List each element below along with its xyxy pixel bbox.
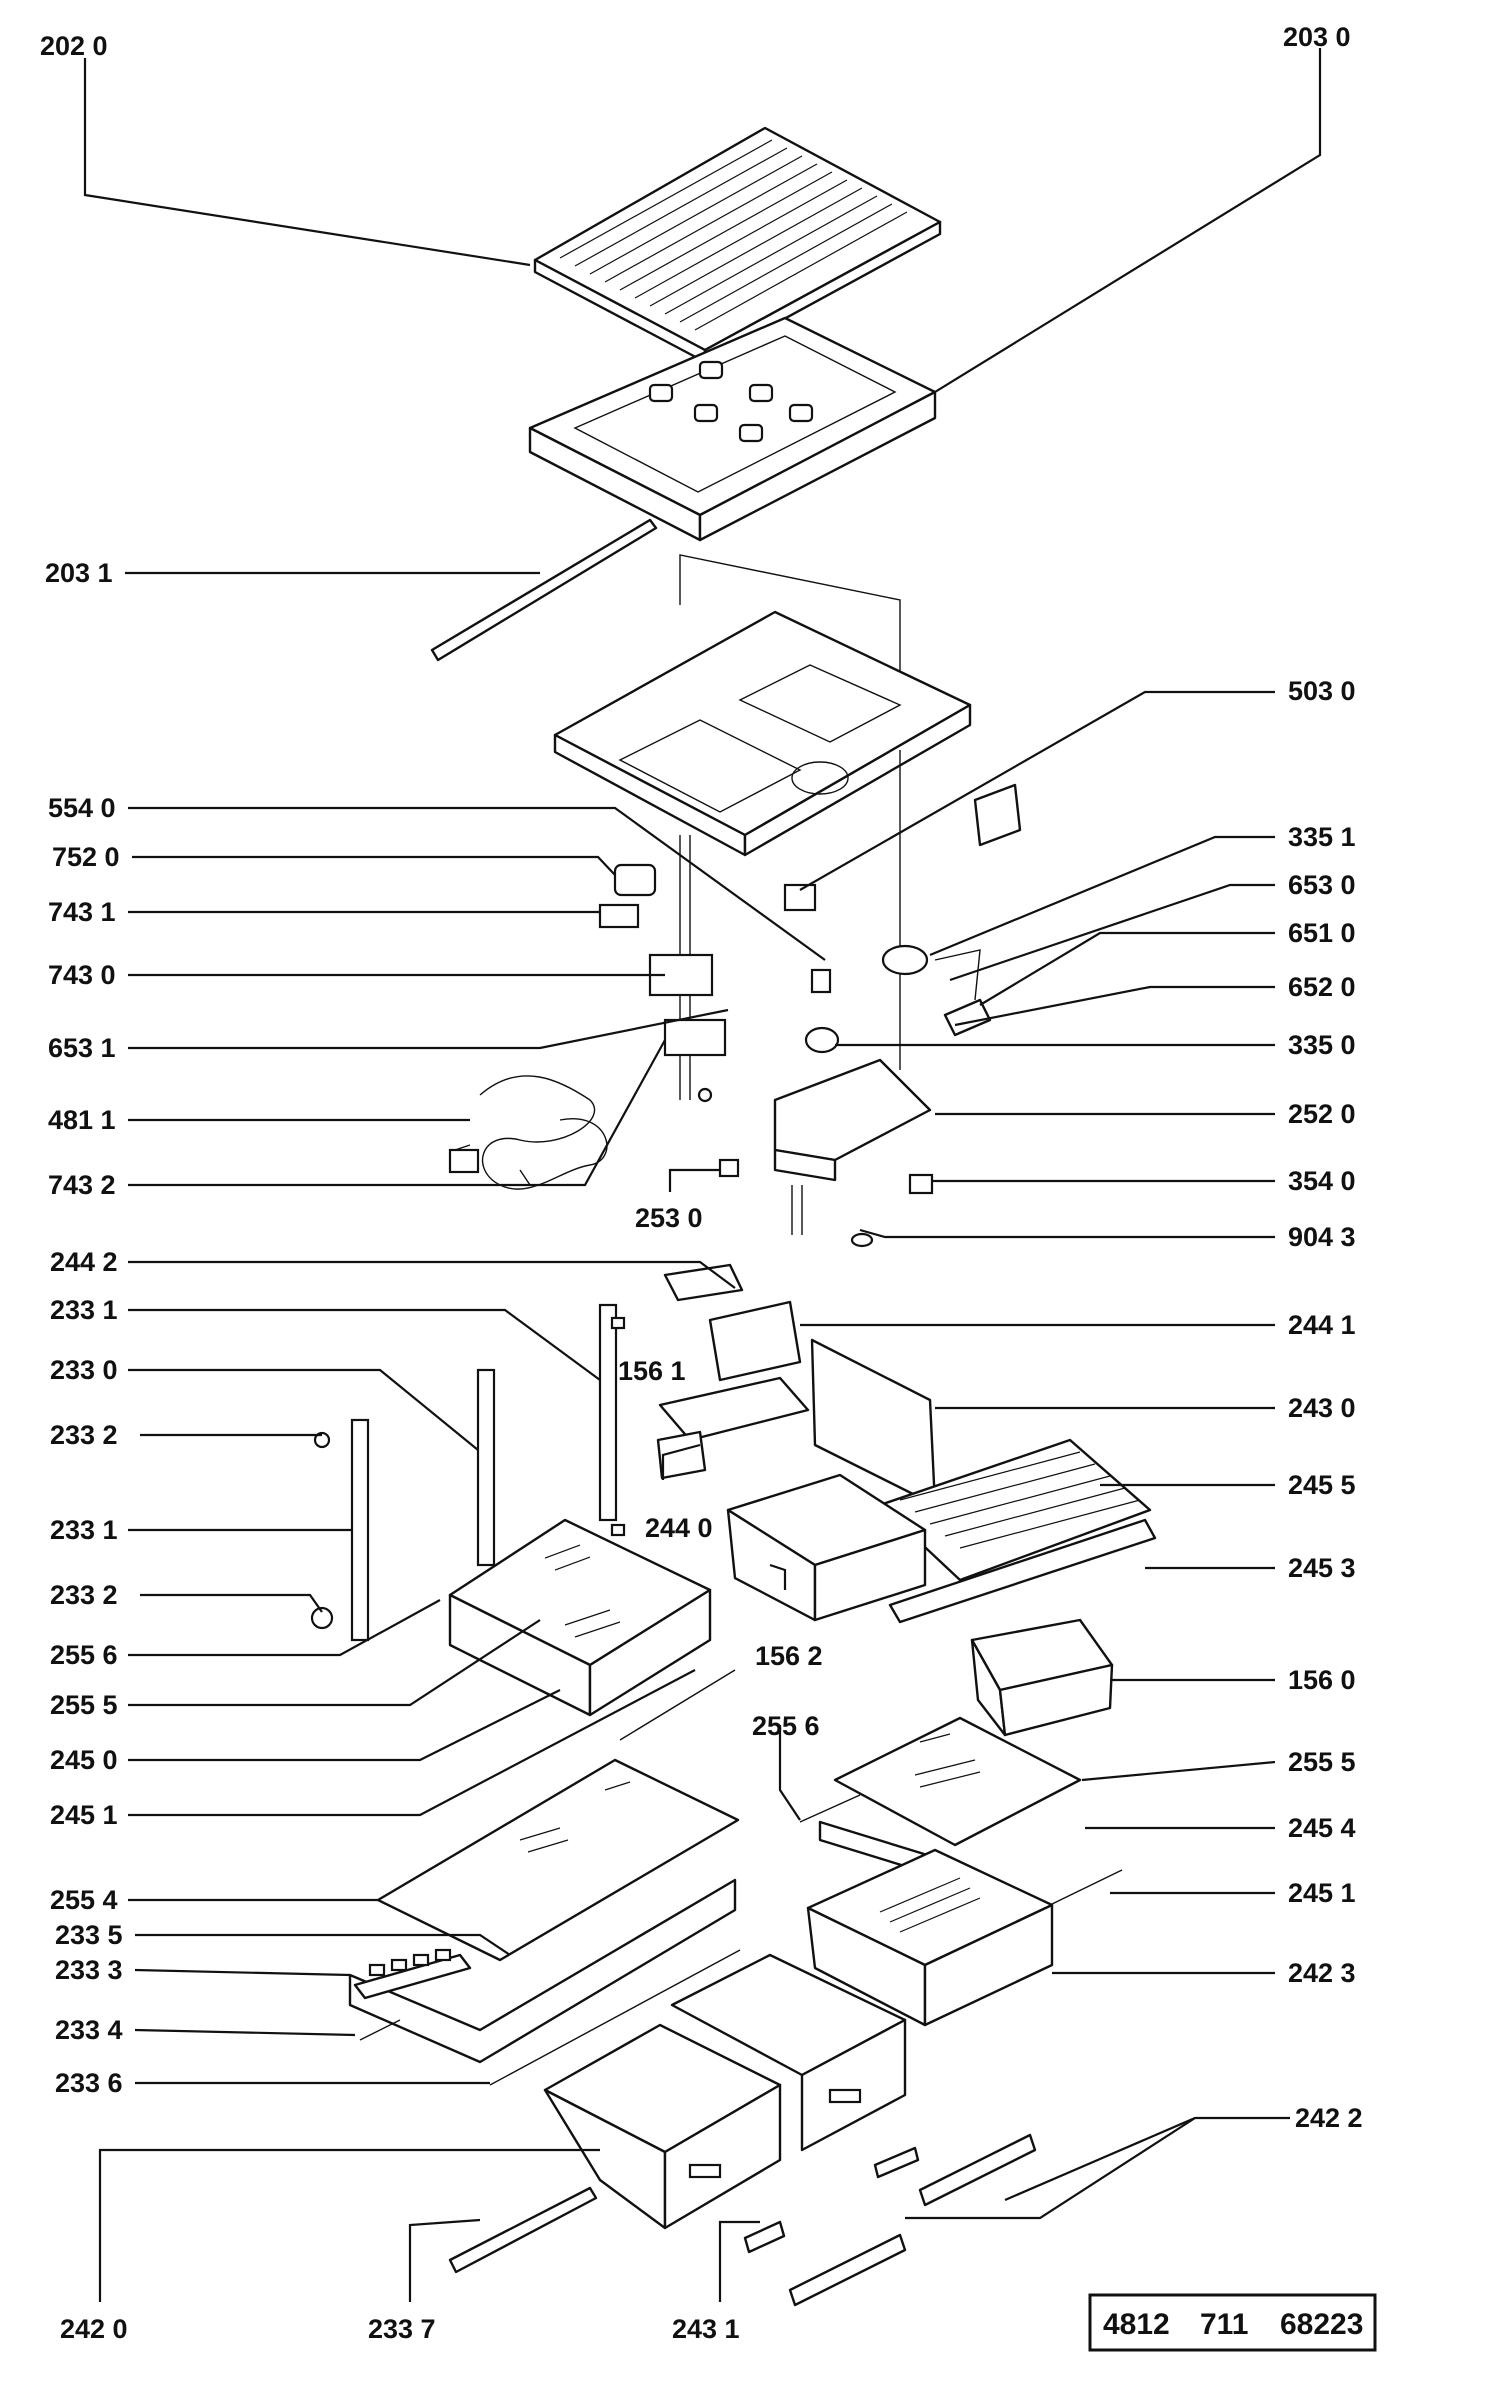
label-242-3: 242 3 <box>1288 1958 1356 1988</box>
leader-lines <box>83 48 1322 2302</box>
grille-shelf-part <box>533 126 942 364</box>
label-245-0: 245 0 <box>50 1745 118 1775</box>
freezer-frame-part <box>528 316 937 542</box>
lower-right-drawer-part <box>806 1848 1123 2027</box>
part-number-3: 68223 <box>1280 2308 1363 2341</box>
label-651-0: 651 0 <box>1288 918 1356 948</box>
label-503-0: 503 0 <box>1288 676 1356 706</box>
part-number-2: 711 <box>1200 2308 1248 2341</box>
label-245-5: 245 5 <box>1288 1470 1356 1500</box>
label-335-1: 335 1 <box>1288 822 1356 852</box>
label-255-5-a: 255 5 <box>50 1690 118 1720</box>
label-743-1: 743 1 <box>48 897 116 927</box>
label-743-2: 743 2 <box>48 1170 116 1200</box>
part-labels: 202 0 203 0 203 1 503 0 554 0 752 0 335 … <box>40 22 1363 2344</box>
shelf-rails-part <box>310 1303 626 1642</box>
label-233-2-a: 233 2 <box>50 1420 118 1450</box>
label-156-2: 156 2 <box>755 1641 823 1671</box>
label-203-0: 203 0 <box>1283 22 1351 52</box>
divider-and-grille-part <box>810 1338 1157 1624</box>
label-743-0: 743 0 <box>48 960 116 990</box>
label-243-1: 243 1 <box>672 2314 740 2344</box>
seal-strip-part <box>430 518 658 662</box>
label-253-0: 253 0 <box>635 1203 703 1233</box>
label-245-1-b: 245 1 <box>1288 1878 1356 1908</box>
label-202-0: 202 0 <box>40 31 108 61</box>
label-233-4: 233 4 <box>55 2015 123 2045</box>
control-assembly-part <box>598 863 992 1248</box>
label-244-2: 244 2 <box>50 1247 118 1277</box>
label-244-1: 244 1 <box>1288 1310 1356 1340</box>
left-shelf-part <box>448 1518 736 1741</box>
label-233-1-b: 233 1 <box>50 1515 118 1545</box>
label-242-2: 242 2 <box>1295 2103 1363 2133</box>
label-653-1: 653 1 <box>48 1033 116 1063</box>
label-233-0: 233 0 <box>50 1355 118 1385</box>
label-652-0: 652 0 <box>1288 972 1356 1002</box>
label-904-3: 904 3 <box>1288 1222 1356 1252</box>
label-233-6: 233 6 <box>55 2068 123 2098</box>
label-335-0: 335 0 <box>1288 1030 1356 1060</box>
label-233-7: 233 7 <box>368 2314 436 2344</box>
label-252-0: 252 0 <box>1288 1099 1356 1129</box>
label-233-5: 233 5 <box>55 1920 123 1950</box>
part-number-box: 4812 711 68223 <box>1088 2293 1377 2352</box>
label-244-0: 244 0 <box>645 1513 713 1543</box>
label-255-5-b: 255 5 <box>1288 1747 1356 1777</box>
cabinet-top-plate-part <box>553 554 1022 1100</box>
label-752-0: 752 0 <box>52 842 120 872</box>
crisper-cover-support-part <box>656 1263 810 1480</box>
label-255-6-a: 255 6 <box>50 1640 118 1670</box>
crisper-drawers-part <box>448 1953 1037 2307</box>
label-554-0: 554 0 <box>48 793 116 823</box>
label-156-1: 156 1 <box>618 1356 686 1386</box>
label-233-3: 233 3 <box>55 1955 123 1985</box>
label-245-1-a: 245 1 <box>50 1800 118 1830</box>
label-255-4: 255 4 <box>50 1885 118 1915</box>
label-203-1: 203 1 <box>45 558 113 588</box>
lower-left-shelf-part <box>348 1758 741 2086</box>
label-255-6-b: 255 6 <box>752 1711 820 1741</box>
part-number-1: 4812 <box>1103 2308 1170 2341</box>
label-156-0: 156 0 <box>1288 1665 1356 1695</box>
label-245-4: 245 4 <box>1288 1813 1356 1843</box>
label-242-0: 242 0 <box>60 2314 128 2344</box>
label-653-0: 653 0 <box>1288 870 1356 900</box>
label-245-3: 245 3 <box>1288 1553 1356 1583</box>
label-233-2-b: 233 2 <box>50 1580 118 1610</box>
label-481-1: 481 1 <box>48 1105 116 1135</box>
label-354-0: 354 0 <box>1288 1166 1356 1196</box>
label-233-1-a: 233 1 <box>50 1295 118 1325</box>
label-243-0: 243 0 <box>1288 1393 1356 1423</box>
parts-drawing <box>310 126 1157 2307</box>
